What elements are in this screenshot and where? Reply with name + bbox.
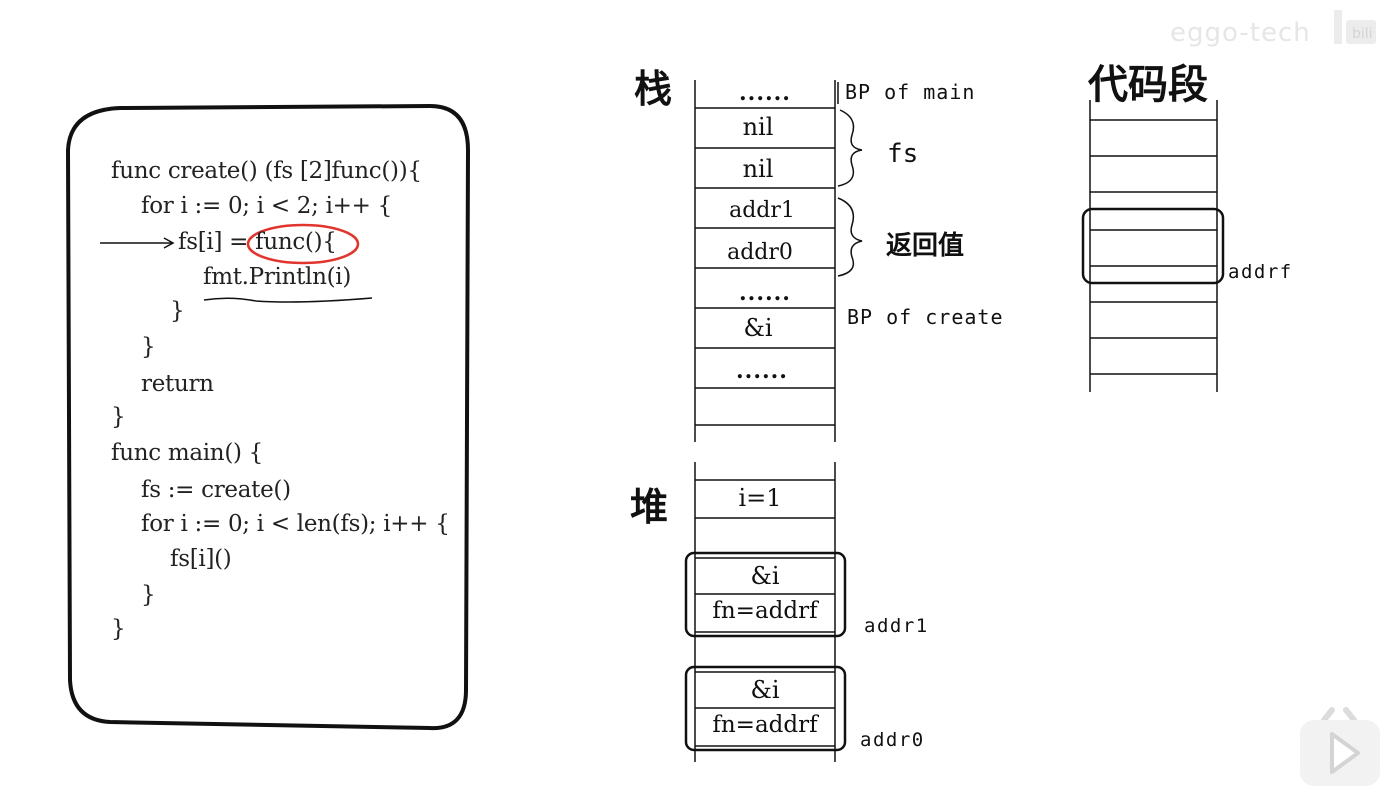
stack-cell-4: addr0 (727, 240, 793, 265)
watermark: eggo-tech (1170, 18, 1311, 48)
heap-addr0-label: addr0 (860, 729, 925, 751)
return-value-brace (837, 197, 863, 277)
code-line-9: func main() { (111, 440, 264, 466)
stack-cell-7: ...... (736, 358, 788, 384)
code-line-14: } (111, 616, 126, 642)
heap-cell-0: i=1 (738, 484, 782, 512)
code-seg-row-dividers (1090, 119, 1217, 375)
code-line-4: fmt.Println(i) (203, 264, 352, 290)
code-line-7: return (141, 371, 214, 397)
heap-cell-1: &i (750, 562, 780, 590)
play-icon (1300, 707, 1380, 786)
code-line-12: fs[i]() (170, 546, 232, 572)
heap-cell-4: fn=addrf (712, 712, 818, 738)
code-line-10: fs := create() (141, 477, 291, 503)
code-seg-func-box (1081, 207, 1225, 285)
stack-cell-6: &i (743, 314, 773, 342)
bp-main-label: BP of main (845, 80, 976, 104)
code-line-13: } (141, 582, 156, 608)
heap-closure-box-addr1 (684, 551, 847, 638)
stack-row-dividers (695, 107, 835, 426)
stack-title: 栈 (634, 67, 673, 111)
stack-cell-3: addr1 (729, 198, 795, 223)
println-underline (203, 297, 373, 303)
func-highlight-circle (246, 223, 360, 265)
stack-cell-5: ...... (739, 280, 791, 306)
return-value-label: 返回值 (886, 231, 965, 261)
heap-closure-box-addr0 (684, 665, 847, 752)
code-segment-title: 代码段 (1088, 62, 1208, 108)
code-line-5: } (170, 298, 185, 324)
heap-cell-2: fn=addrf (712, 598, 818, 624)
code-line-3: fs[i] = func(){ (178, 229, 337, 255)
code-line-11: for i := 0; i < len(fs); i++ { (141, 511, 450, 537)
heap-title: 堆 (630, 485, 669, 529)
stack-cell-2: nil (742, 155, 774, 183)
code-panel-border (65, 103, 471, 731)
code-line-8: } (111, 404, 126, 430)
pointer-arrow-head (163, 237, 175, 249)
heap-addr1-label: addr1 (864, 615, 929, 637)
bp-create-label: BP of create (847, 305, 1004, 329)
play-button[interactable] (1294, 706, 1386, 790)
heap-cell-3: &i (750, 676, 780, 704)
fs-brace (837, 109, 863, 187)
channel-logo-icon: bili (1332, 6, 1380, 48)
code-line-1: func create() (fs [2]func()){ (111, 158, 422, 184)
svg-text:bili: bili (1352, 26, 1373, 42)
code-line-2: for i := 0; i < 2; i++ { (141, 193, 392, 219)
stack-cell-0: ...... (739, 80, 791, 106)
stack-cell-1: nil (742, 113, 774, 141)
code-line-6: } (141, 334, 156, 360)
heap-row-dividers (695, 479, 835, 747)
fs-label: fs (887, 139, 919, 169)
code-segment-addrf-label: addrf (1228, 261, 1293, 283)
